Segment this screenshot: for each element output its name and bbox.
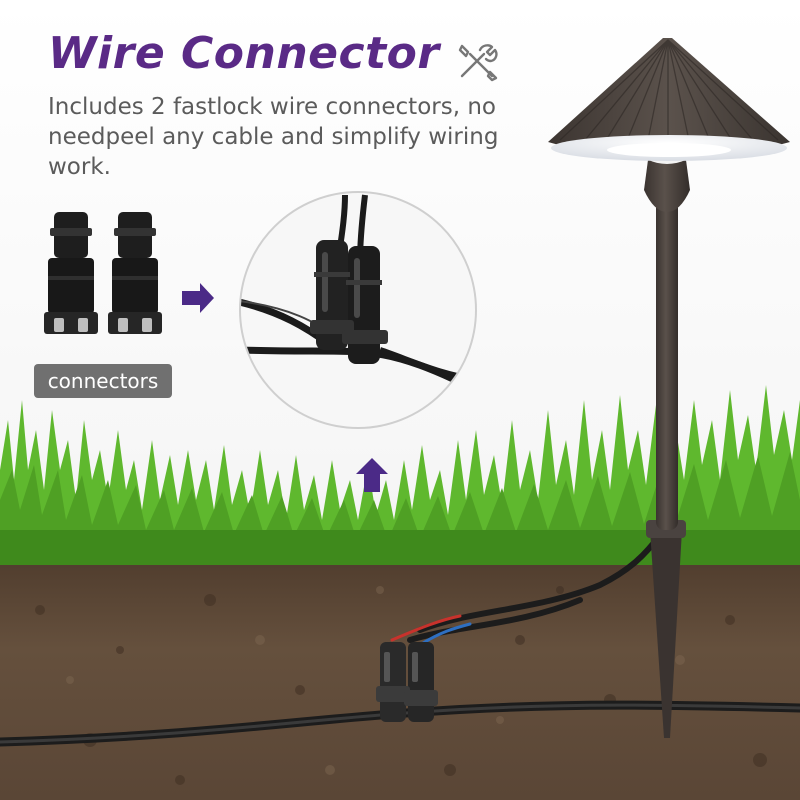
description-text: Includes 2 fastlock wire connectors, no …	[48, 94, 499, 180]
path-light	[548, 38, 790, 738]
connector-product-right	[108, 212, 162, 334]
arrow-right-icon	[182, 283, 214, 313]
ground-connectors	[376, 642, 438, 722]
zoom-circle	[239, 191, 477, 429]
arrow-up-icon	[356, 458, 388, 492]
page-title: Wire Connector	[48, 28, 440, 79]
grass	[0, 385, 800, 565]
connector-product-left	[44, 212, 98, 334]
tools-icon	[458, 44, 498, 82]
connectors-label: connectors	[34, 364, 172, 398]
